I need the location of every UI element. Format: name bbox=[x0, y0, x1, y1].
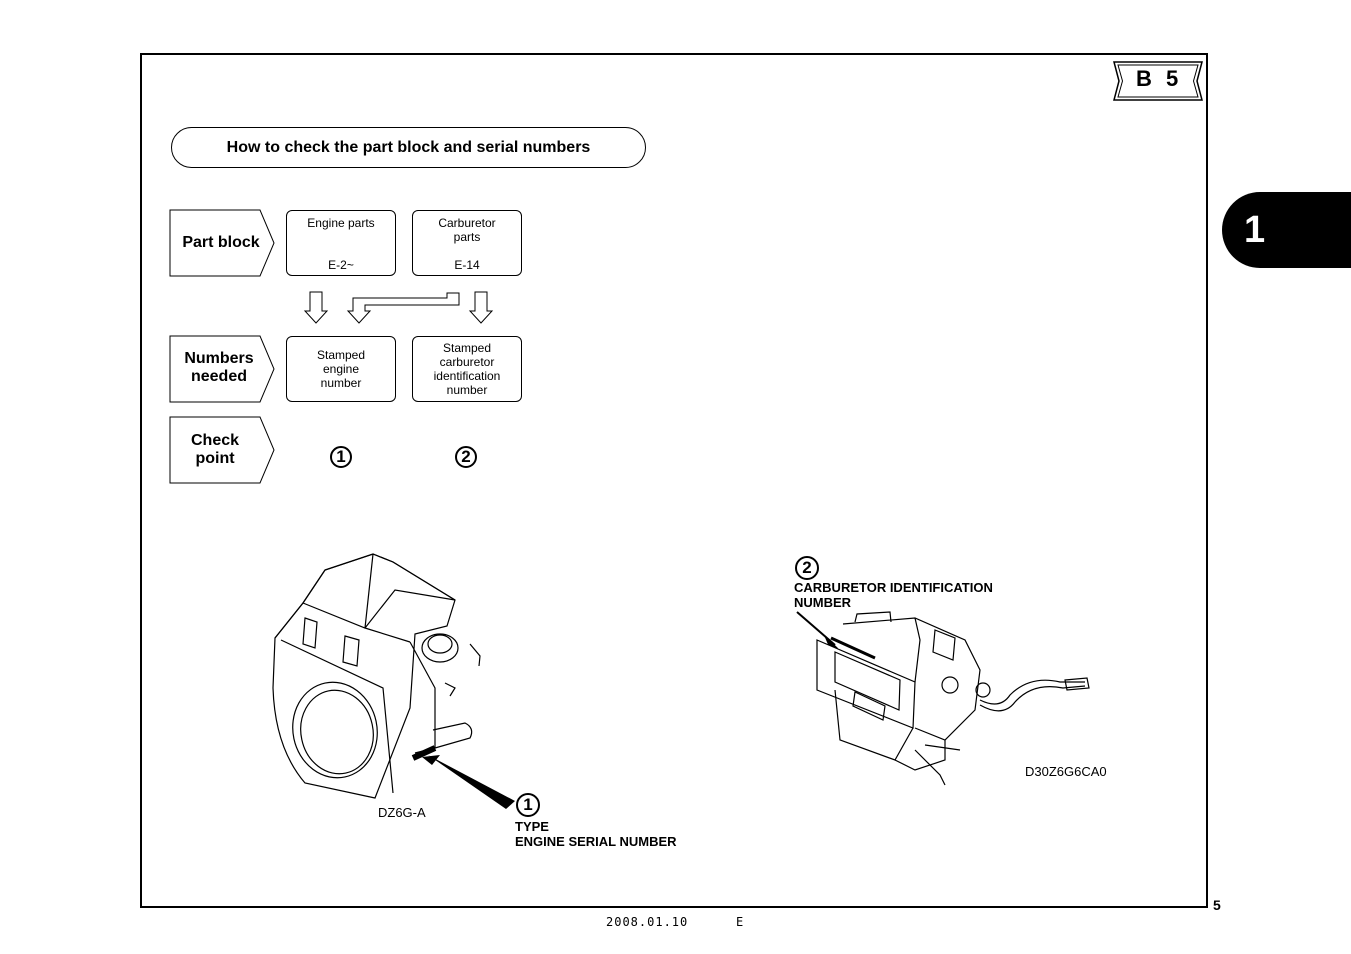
page-frame bbox=[140, 53, 1208, 908]
carburetor-parts-ref: E-14 bbox=[454, 258, 480, 272]
carburetor-figure-code: D30Z6G6CA0 bbox=[1025, 764, 1107, 779]
flow-arrows bbox=[303, 291, 494, 324]
footer-date: 2008.01.10 bbox=[606, 915, 689, 929]
check-point-2: 2 bbox=[455, 446, 477, 468]
part-block-label: Part block bbox=[182, 234, 260, 251]
engine-parts-box: Engine parts E-2~ bbox=[286, 210, 396, 276]
section-code-badge bbox=[1113, 61, 1203, 101]
carburetor-parts-box: Carburetor parts E-14 bbox=[412, 210, 522, 276]
check-point-label: Check point bbox=[190, 432, 240, 467]
section-title: How to check the part block and serial n… bbox=[171, 127, 646, 168]
carburetor-callout-number: 2 bbox=[795, 556, 819, 580]
numbers-needed-label: Numbers needed bbox=[184, 350, 254, 385]
footer-lang: E bbox=[736, 915, 745, 929]
engine-callout-number: 1 bbox=[516, 793, 540, 817]
stamped-engine-number-box: Stamped engine number bbox=[286, 336, 396, 402]
row-label-shapes bbox=[169, 209, 275, 484]
check-point-1: 1 bbox=[330, 446, 352, 468]
carburetor-illustration bbox=[796, 611, 1090, 786]
section-code-number: 5 bbox=[1166, 66, 1179, 91]
engine-caption: TYPE ENGINE SERIAL NUMBER bbox=[515, 819, 677, 849]
engine-illustration bbox=[272, 553, 481, 799]
carburetor-caption: CARBURETOR IDENTIFICATION NUMBER bbox=[794, 580, 993, 610]
stamped-carburetor-id-box: Stamped carburetor identification number bbox=[412, 336, 522, 402]
engine-figure-code: DZ6G-A bbox=[378, 805, 426, 820]
section-code-letter: B bbox=[1136, 66, 1152, 91]
page-number: 5 bbox=[1213, 897, 1221, 913]
chapter-tab: 1 bbox=[1222, 192, 1351, 268]
engine-parts-ref: E-2~ bbox=[328, 258, 354, 272]
engine-callout-arrow bbox=[422, 755, 515, 809]
